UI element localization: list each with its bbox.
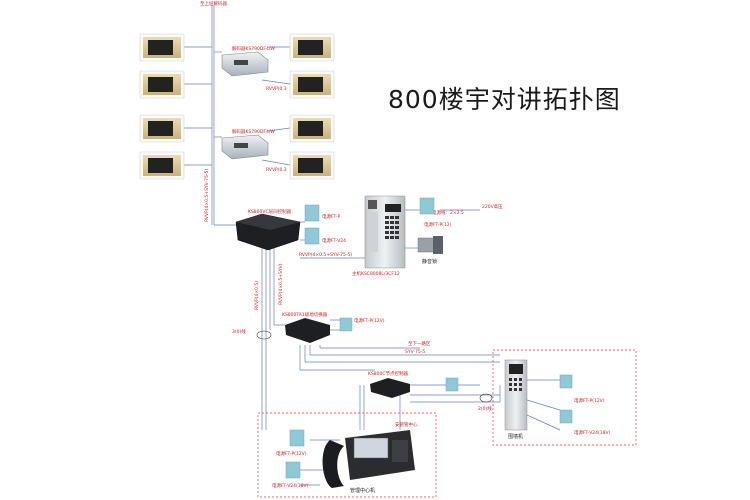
guard-bundle-marker xyxy=(479,393,493,403)
psu-guard-p12: 电源FT-P(12V) xyxy=(559,374,605,404)
label-main-controller: KS800VC层间控制器 xyxy=(248,208,292,215)
psu-center-v24: 电源FT-V24(18V) xyxy=(272,461,309,489)
label-monitor-cable-2: RVVP(0.3 xyxy=(266,167,287,173)
label-power-p12b: 电源FT-P(12V) xyxy=(354,317,385,324)
management-console: 管理中心机 安管管中心 xyxy=(322,421,418,494)
label-top-arrow: 至上层解码器 xyxy=(200,0,227,7)
management-area xyxy=(257,412,437,498)
indoor-monitor xyxy=(139,151,185,180)
psu-switch-a: 电源FT-P(12V) xyxy=(339,317,385,332)
guard-unit: 围墙机 xyxy=(504,359,528,440)
trunk-bundle-marker xyxy=(256,330,272,340)
label-lock: 静音锁 xyxy=(422,258,437,265)
wires xyxy=(184,5,561,486)
main-controller: KS800VC层间控制器 xyxy=(235,208,301,251)
label-to-area: 至下一路区 xyxy=(408,340,431,347)
monitor-group-right xyxy=(289,33,335,180)
psu-controller-v24: 电源FT-V24 xyxy=(304,227,346,245)
label-decoder-upper: 解码器KS790DF4/W xyxy=(232,45,275,52)
label-trunk: 3(0)线 xyxy=(232,328,246,335)
diagram-title: 800楼宇对讲拓扑图 xyxy=(388,85,621,114)
label-riser-cable: RVVP(4×0.5+SYV-75-5) xyxy=(204,169,210,222)
switch-a: KS800TA1级地切换器 xyxy=(282,311,330,343)
psu-center-p12: 电源FT-P(12V) xyxy=(276,429,307,457)
label-decoder-lower: 解码器KS790DF4/W xyxy=(232,128,275,135)
label-controller-cable: RVVP(4×0.5+SYV-75-5) xyxy=(299,252,352,258)
label-cable-b: RVVP(4×0.5+SYV) xyxy=(278,263,284,305)
label-cable-a: RVVP(4×0.5) xyxy=(254,281,260,310)
cable-labels: 至上层解码器 RVVP(0.3 RVVP(0.3 RVVP(4×0.5+SYV-… xyxy=(200,0,503,412)
label-mains-cable: 电源线：2×2.5 xyxy=(432,209,464,216)
guard-area xyxy=(492,349,637,446)
label-switch-c: KS800C节点控制器 xyxy=(368,370,409,377)
label-guard-unit: 围墙机 xyxy=(508,433,523,440)
indoor-monitor xyxy=(139,70,185,99)
psu-switch-c xyxy=(445,377,459,392)
indoor-monitor xyxy=(289,151,335,180)
label-mains-voltage: 220V高压 xyxy=(482,203,503,210)
psu-main-unit: 电源FT-P(12) xyxy=(419,197,452,228)
psu-guard-v24: 电源FT-V24(18V) xyxy=(559,409,611,436)
switch-c: KS800C节点控制器 xyxy=(368,370,410,398)
label-center: 安管管中心 xyxy=(395,421,418,428)
label-monitor-cable-1: RVVP(0.3 xyxy=(266,86,287,92)
label-power-p12c: 电源FT-P(12V) xyxy=(574,397,605,404)
indoor-monitor xyxy=(139,114,185,143)
label-power-v24: 电源FT-V24 xyxy=(322,237,346,244)
label-power-v24d: 电源FT-V24(18V) xyxy=(272,482,309,489)
decoder-lower: 解码器KS790DF4/W xyxy=(221,128,275,160)
label-switch-a: KS800TA1级地切换器 xyxy=(282,311,328,318)
decoder-upper: 解码器KS790DF4/W xyxy=(221,45,275,77)
main-door-unit: 主机KSC8008L/3CF12 xyxy=(352,195,406,277)
indoor-monitor xyxy=(289,33,335,62)
indoor-monitor xyxy=(289,114,335,143)
magnetic-lock: 静音锁 xyxy=(417,236,443,265)
label-mgmt: 管理中心机 xyxy=(350,487,375,494)
label-power-p12: 电源FT-P(12) xyxy=(424,221,452,228)
label-power-v24c: 电源FT-V24(18V) xyxy=(574,429,611,436)
label-power-p: 电源FT-P xyxy=(322,213,340,220)
psu-controller-p: 电源FT-P xyxy=(304,204,340,222)
label-main-unit: 主机KSC8008L/3CF12 xyxy=(352,270,400,277)
label-power-p12d: 电源FT-P(12V) xyxy=(276,450,307,457)
indoor-monitor xyxy=(139,33,185,62)
indoor-monitor xyxy=(289,70,335,99)
label-two-line: 2(0)线 xyxy=(478,405,492,412)
monitor-group-left xyxy=(139,33,185,180)
label-syv-cable: SYV-75-5 xyxy=(405,349,425,355)
